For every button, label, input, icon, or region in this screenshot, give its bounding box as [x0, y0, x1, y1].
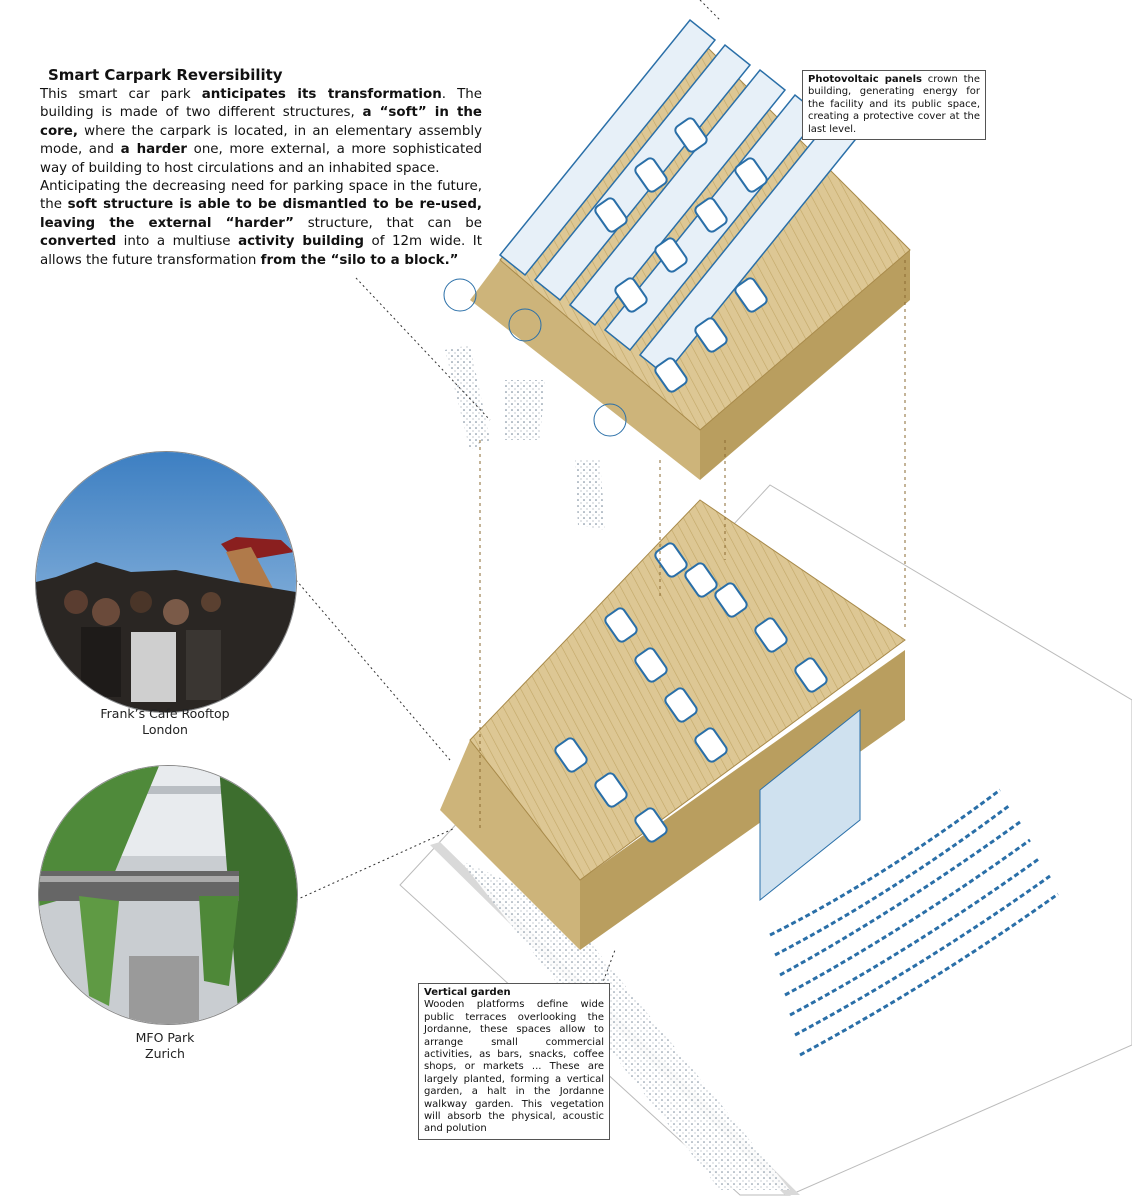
hanging-planting — [443, 278, 627, 530]
intro-p2-run: converted — [40, 234, 117, 250]
vertical-garden-title: Vertical garden — [424, 987, 511, 998]
intro-p1-run: . The building is made of two different … — [40, 87, 482, 121]
reference-caption-2-city: Zurich — [145, 1046, 185, 1061]
reference-photo-mfo-park — [38, 765, 298, 1025]
intro-p1-run: a harder — [120, 142, 188, 158]
leader-lines — [295, 0, 721, 991]
photovoltaic-callout: Photovoltaic panels crown the building, … — [802, 70, 986, 141]
intro-paragraph-1: This smart car park anticipates its tran… — [40, 86, 482, 178]
reference-caption-1: Frank’s Cafe Rooftop London — [60, 706, 270, 738]
intro-text: Smart Carpark Reversibility This smart c… — [40, 66, 482, 270]
reference-caption-2-name: MFO Park — [135, 1030, 195, 1045]
intro-p2-run: of 12m wide. It allows the future transf… — [40, 234, 482, 268]
intro-p1-run: This smart car park — [40, 87, 202, 102]
intro-p2-run: Anticipating the decreasing need for par… — [40, 179, 482, 213]
intro-p2-run: soft structure is able to be dismantled … — [40, 197, 483, 231]
lower-building — [440, 499, 906, 950]
intro-p2-run: into a multiuse — [116, 234, 239, 250]
intro-p1-run: where the carpark is located, in an elem… — [40, 123, 482, 158]
vertical-garden-callout: Vertical garden Wooden platforms define … — [418, 983, 610, 1140]
intro-p2-run: from the “silo to a block.” — [260, 252, 459, 268]
intro-p2-run: structure, that can be — [293, 215, 483, 231]
reference-caption-1-city: London — [142, 722, 188, 737]
reference-photo-franks-cafe — [35, 451, 297, 713]
upper-cars — [594, 117, 768, 393]
page-title: Smart Carpark Reversibility — [48, 66, 283, 84]
intro-p2-run: activity building — [238, 234, 365, 250]
alignment-lines — [479, 260, 906, 830]
intro-p1-run: anticipates its transformation — [201, 87, 442, 102]
lower-cars — [554, 542, 828, 843]
amphitheatre-seats — [769, 788, 1059, 1057]
vertical-garden-text: Wooden platforms define wide public terr… — [424, 999, 604, 1135]
intro-p1-run: one, more external, a more sophisticated… — [40, 142, 482, 176]
photovoltaic-callout-bold: Photovoltaic panels — [808, 74, 922, 85]
reference-caption-1-name: Frank’s Cafe Rooftop — [100, 706, 230, 721]
reference-caption-2: MFO Park Zurich — [60, 1030, 270, 1062]
intro-p1-run: a “soft” in the core, — [40, 105, 482, 139]
photovoltaic-callout-text: crown the building, generating energy fo… — [808, 74, 981, 135]
intro-paragraph-2: Anticipating the decreasing need for par… — [40, 178, 482, 270]
